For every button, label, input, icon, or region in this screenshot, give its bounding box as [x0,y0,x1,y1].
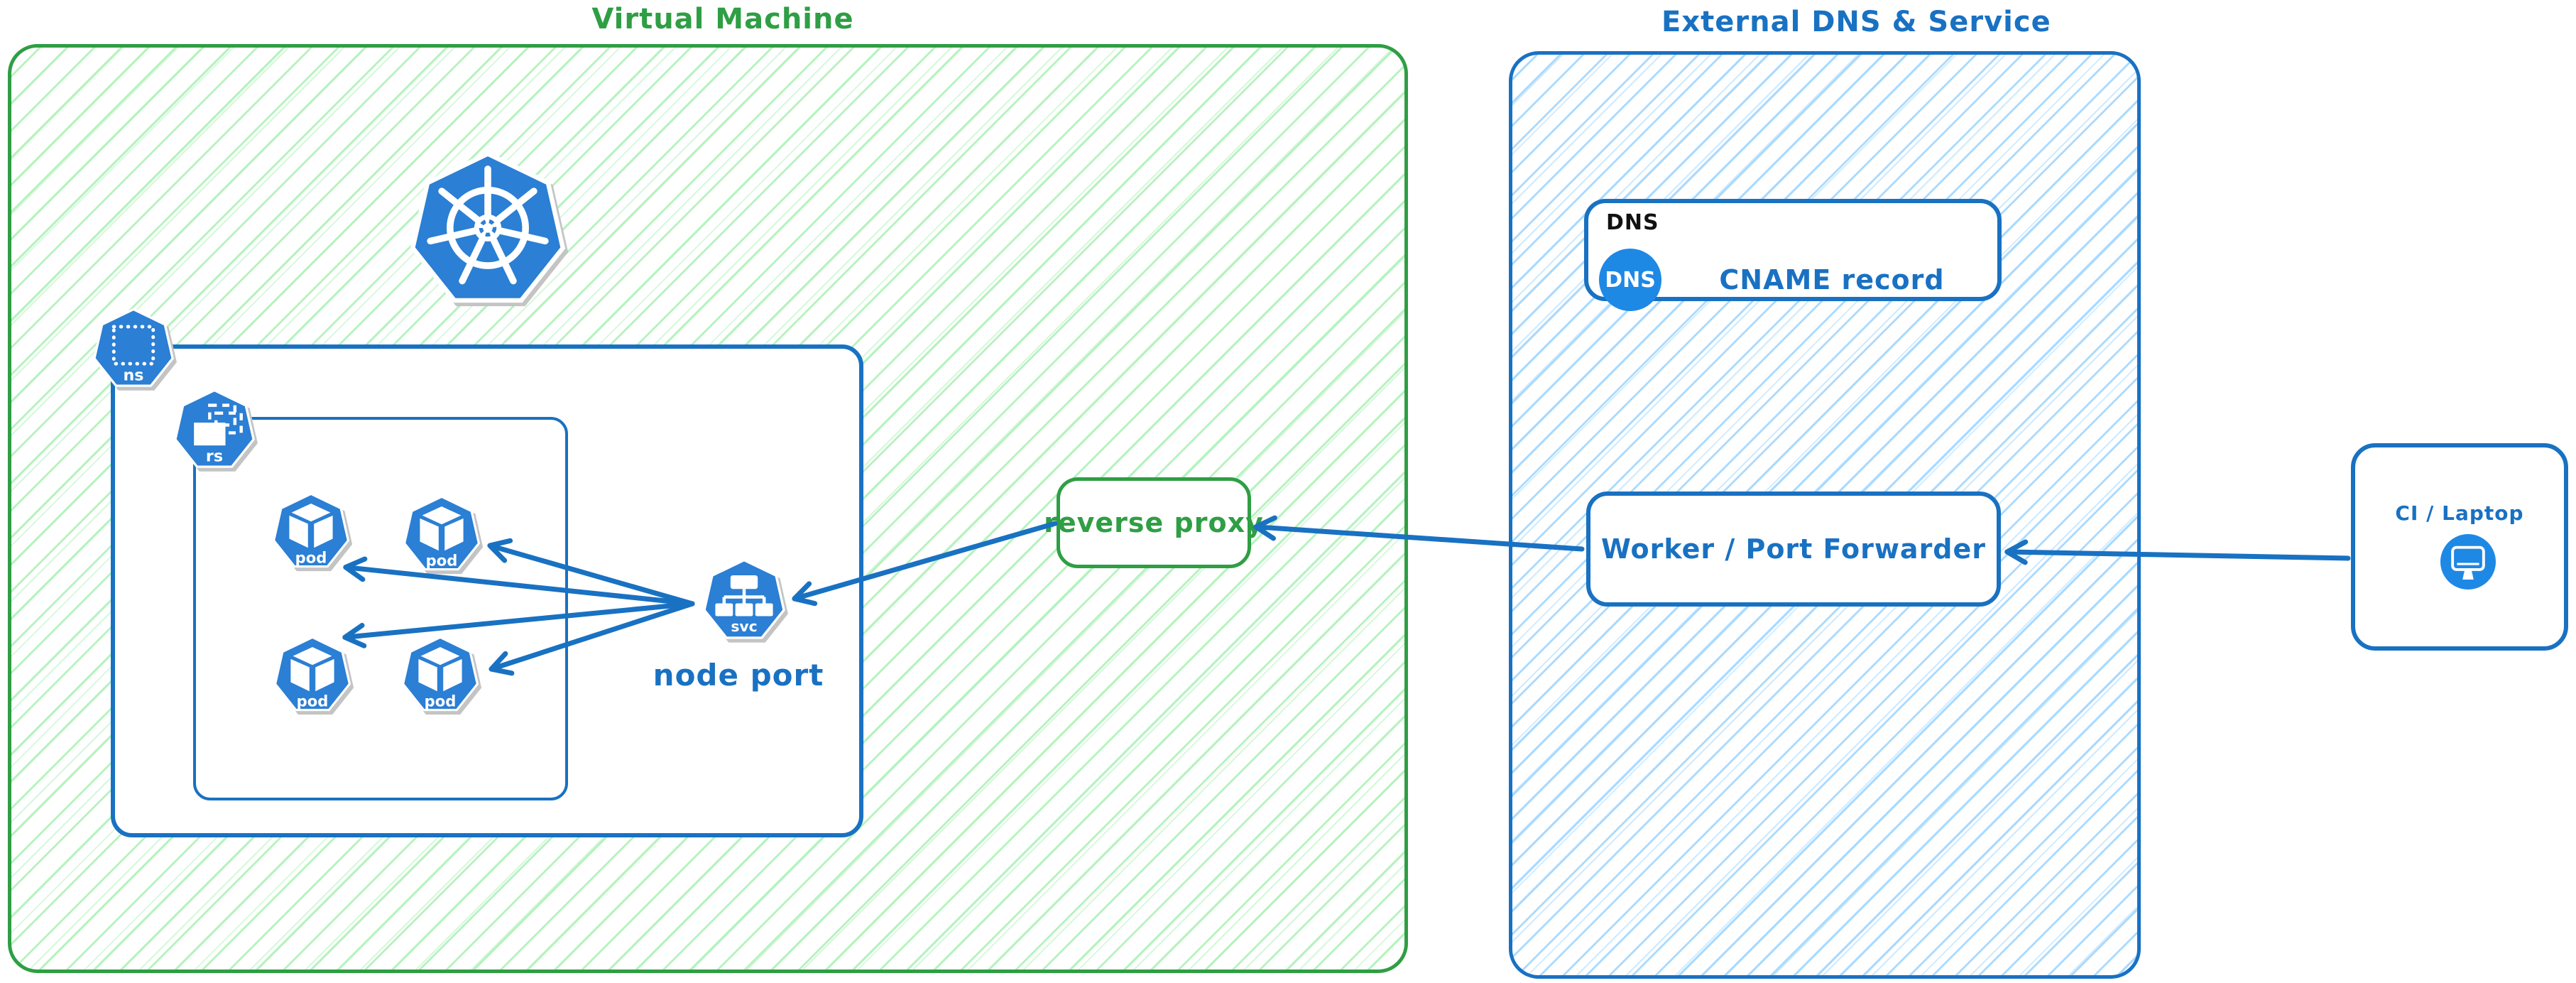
reverse-proxy-label: reverse proxy [1044,507,1264,538]
pod-icon: pod [403,495,480,571]
pod-icon: pod [402,636,479,712]
cname-record-label: CNAME record [1719,264,1945,295]
dns-badge-icon: DNS [1599,249,1661,311]
pod-label: pod [425,692,457,710]
pod-cube [289,503,333,548]
pod-label: pod [295,548,327,566]
ns-dotted-square [111,325,155,366]
svc-tree [715,575,773,617]
svc-icon: svc [703,558,785,639]
kubernetes-icon [405,146,571,313]
reverse-proxy-node: reverse proxy [1044,477,1263,568]
monitor-glyph [2451,545,2485,580]
ns-label: ns [124,366,144,384]
dns-badge-text: DNS [1605,267,1656,293]
pod-cube [420,506,464,551]
pod-cube [418,646,462,692]
pod-label: pod [426,551,458,569]
node-port-label: node port [653,658,824,693]
worker-label: Worker / Port Forwarder [1600,533,1987,565]
replicaset-box [193,417,568,800]
ns-icon: ns [93,308,174,387]
dns-heading: DNS [1606,210,1659,235]
vm-group-title: Virtual Machine [591,3,854,36]
rs-icon: rs [174,389,255,468]
worker-node: Worker / Port Forwarder [1586,492,2001,607]
svc-label: svc [731,618,757,635]
rs-label: rs [206,447,223,465]
external-group-title: External DNS & Service [1661,6,2051,38]
pod-icon: pod [274,636,351,712]
ci-laptop-label: CI / Laptop [2395,501,2524,525]
pod-icon: pod [273,492,349,568]
laptop-monitor-icon [2440,534,2496,590]
pod-cube [290,646,334,692]
pod-label: pod [297,692,329,710]
